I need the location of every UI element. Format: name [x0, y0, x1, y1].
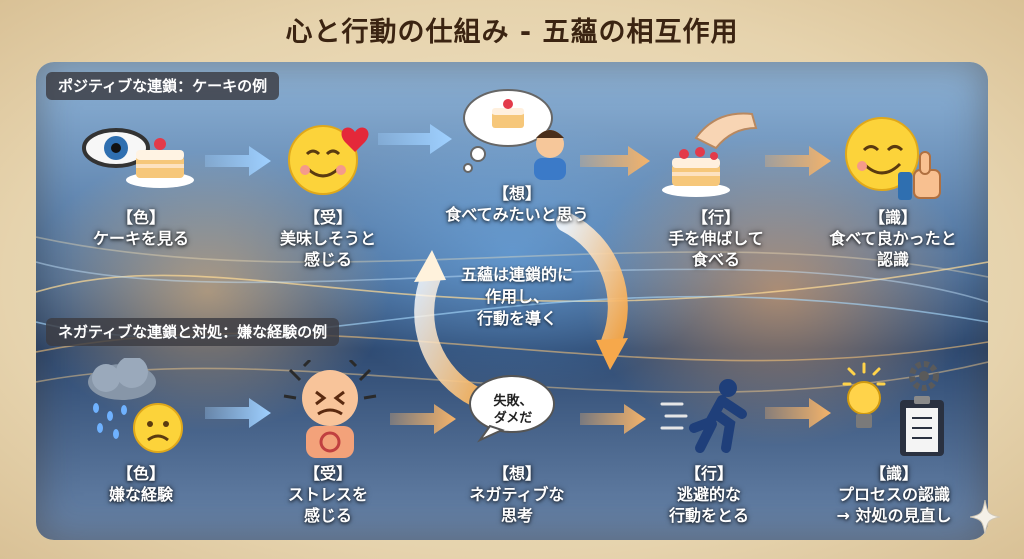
- step-tag: 【受】: [303, 464, 352, 483]
- arrow-positive-2: [378, 124, 452, 154]
- hand-reaching-cake-icon: [662, 112, 758, 197]
- cycle-arrows: [414, 212, 628, 407]
- step-text: 嫌な経験: [108, 485, 173, 504]
- arrow-negative-2: [390, 404, 456, 434]
- step-text: 食べて良かったと 認識: [829, 229, 957, 269]
- negative-step-4: 【行】 逃避的な 行動をとる: [634, 463, 784, 526]
- arrow-positive-3: [580, 146, 650, 176]
- step-tag: 【識】: [869, 464, 918, 483]
- step-tag: 【識】: [868, 208, 917, 227]
- arrow-positive-1: [205, 146, 271, 176]
- stressed-person-icon: [283, 360, 377, 458]
- step-tag: 【想】: [492, 184, 541, 203]
- negative-section-label: ネガティブな連鎖と対処：嫌な経験の例: [46, 318, 340, 346]
- positive-step-1: 【色】 ケーキを見る: [66, 207, 216, 249]
- arrow-positive-4: [765, 146, 831, 176]
- positive-section-label: ポジティブな連鎖：ケーキの例: [46, 72, 280, 100]
- step-text: プロセスの認識 → 対処の見直し: [836, 485, 952, 525]
- eye-cake-icon: [82, 128, 194, 188]
- page-title: 心と行動の仕組み - 五蘊の相互作用: [285, 17, 739, 48]
- arrow-negative-4: [765, 398, 831, 428]
- step-text: 逃避的な 行動をとる: [668, 485, 749, 525]
- step-tag: 【想】: [492, 464, 541, 483]
- negative-step-5: 【識】 プロセスの認識 → 対処の見直し: [812, 463, 976, 526]
- speech-bubble-icon: [469, 375, 555, 443]
- smiley-thumbs-up-icon: [845, 117, 941, 200]
- negative-step-1: 【色】 嫌な経験: [66, 463, 216, 505]
- energy-waves-decoration: [36, 236, 988, 393]
- step-text: ネガティブな 思考: [469, 485, 565, 525]
- running-person-icon: [660, 379, 747, 453]
- rain-cloud-sad-icon: [88, 358, 183, 453]
- cycle-center-text: 五蘊は連鎖的に 作用し、 行動を導く: [460, 265, 573, 328]
- step-text: ケーキを見る: [92, 229, 189, 248]
- step-text: 手を伸ばして 食べる: [668, 229, 764, 269]
- negative-step-2: 【受】 ストレスを 感じる: [253, 463, 403, 526]
- step-tag: 【色】: [116, 208, 165, 227]
- step-text: ストレスを 感じる: [287, 485, 368, 525]
- positive-step-2: 【受】 美味しそうと 感じる: [253, 207, 403, 270]
- sparkle-icon: [970, 500, 1000, 534]
- step-text: 食べてみたいと思う: [445, 205, 589, 224]
- positive-step-4: 【行】 手を伸ばして 食べる: [641, 207, 791, 270]
- step-tag: 【受】: [303, 208, 352, 227]
- negative-step-3: 【想】 ネガティブな 思考: [442, 463, 592, 526]
- positive-step-5: 【識】 食べて良かったと 認識: [818, 207, 968, 270]
- lightbulb-clipboard-icon: [842, 361, 944, 456]
- negative-thought-bubble-text: 失敗、 ダメだ: [493, 394, 533, 426]
- positive-step-3: 【想】 食べてみたいと思う: [432, 183, 602, 225]
- step-tag: 【色】: [116, 464, 165, 483]
- arrow-negative-1: [205, 398, 271, 428]
- step-tag: 【行】: [684, 464, 733, 483]
- step-tag: 【行】: [691, 208, 740, 227]
- step-text: 美味しそうと 感じる: [279, 229, 376, 269]
- arrow-negative-3: [580, 404, 646, 434]
- thought-bubble-cake-icon: [463, 89, 566, 180]
- smiley-heart-icon: [288, 125, 369, 195]
